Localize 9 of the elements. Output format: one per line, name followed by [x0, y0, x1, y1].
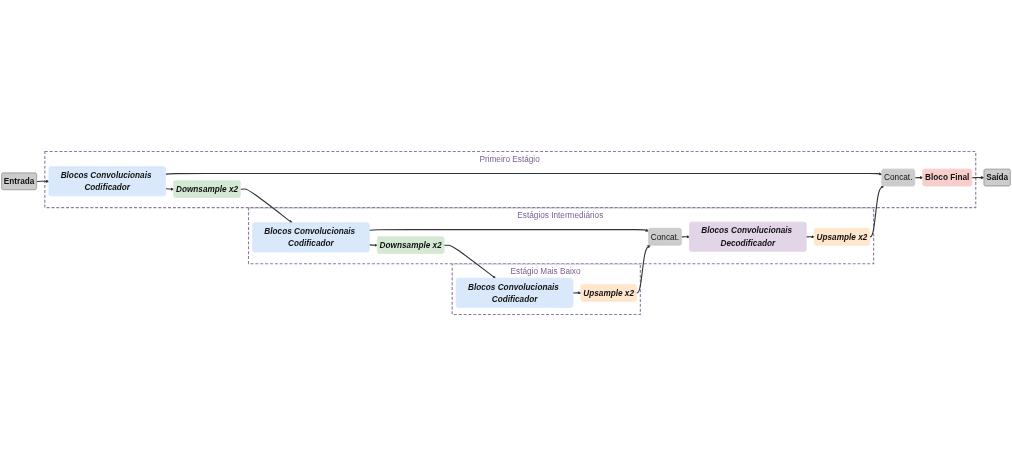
arrow — [239, 188, 293, 224]
arrow — [443, 244, 496, 279]
arrow — [368, 228, 649, 232]
arrow — [165, 172, 883, 176]
arrow — [971, 175, 985, 180]
arrow — [36, 179, 50, 183]
arrow — [165, 187, 175, 191]
arrow — [635, 245, 651, 294]
arrow — [869, 185, 884, 238]
